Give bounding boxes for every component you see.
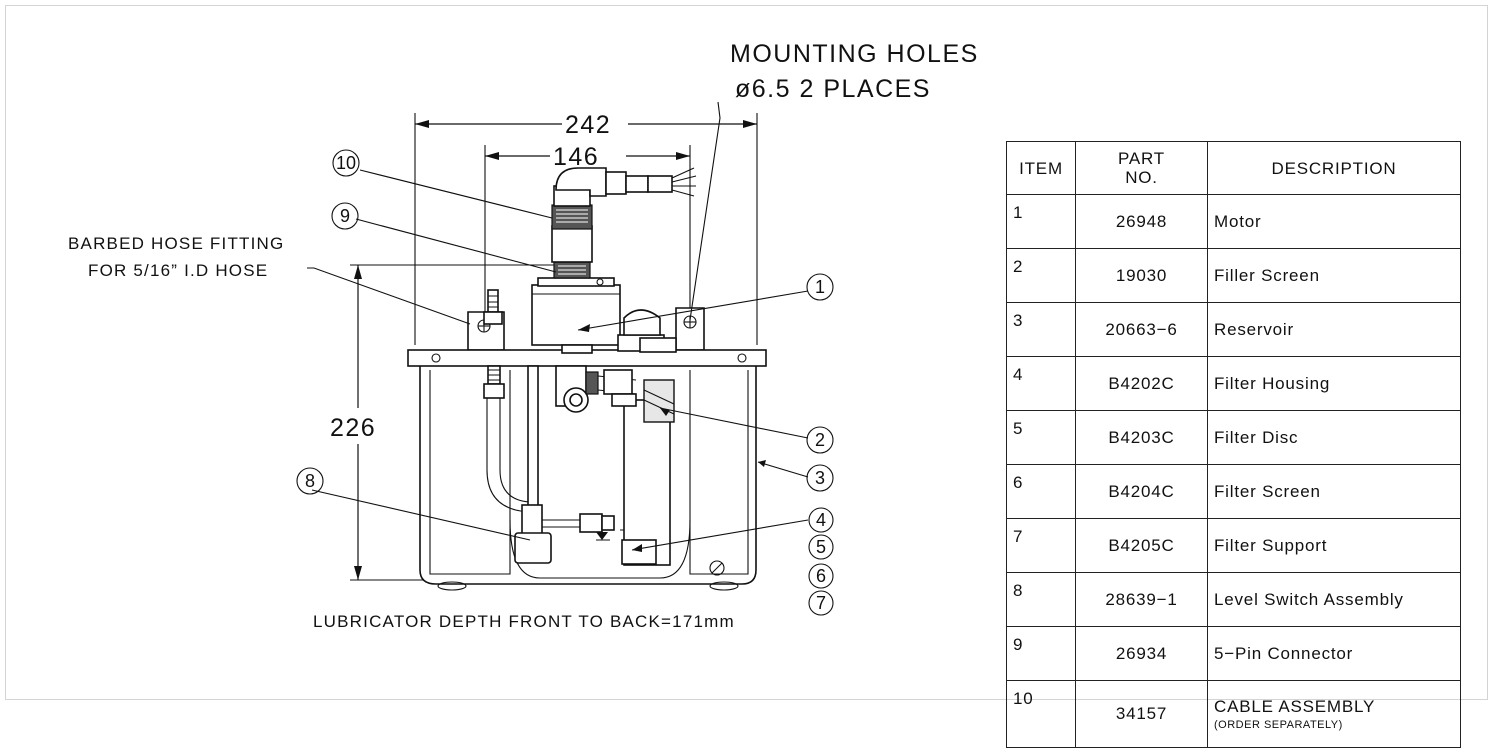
leader-lines	[307, 101, 809, 552]
callout-6-text: 6	[816, 566, 826, 586]
callout-4: 4	[808, 507, 834, 533]
callout-9: 9	[331, 202, 359, 230]
callout-7-text: 7	[816, 593, 826, 613]
cell-item: 9	[1006, 626, 1076, 681]
cell-part-no: B4202C	[1075, 356, 1208, 411]
cell-description: Filter Support	[1207, 518, 1461, 573]
cell-part-no: B4203C	[1075, 410, 1208, 465]
description-text: Filter Disc	[1214, 427, 1299, 447]
cell-item: 6	[1006, 464, 1076, 519]
lubricator-drawing: MOUNTING HOLES ø6.5 2 PLACES BARBED HOSE…	[68, 40, 979, 631]
header-item: ITEM	[1006, 141, 1076, 195]
cell-part-no: 28639−1	[1075, 572, 1208, 627]
cell-description: Reservoir	[1207, 302, 1461, 357]
barbed-fitting-label-2: FOR 5/16” I.D HOSE	[88, 261, 268, 280]
cell-item: 7	[1006, 518, 1076, 573]
dim-242-text: 242	[565, 111, 611, 139]
dim-226-text: 226	[330, 414, 376, 442]
callout-10-text: 10	[336, 153, 356, 173]
cell-item: 4	[1006, 356, 1076, 411]
drawing-frame	[5, 5, 1488, 700]
description-text: Filter Housing	[1214, 373, 1331, 393]
barbed-fitting-label-1: BARBED HOSE FITTING	[68, 234, 284, 253]
cell-item: 1	[1006, 194, 1076, 249]
description-text: Filler Screen	[1214, 265, 1320, 285]
cell-part-no: 26948	[1075, 194, 1208, 249]
cell-description: Filler Screen	[1207, 248, 1461, 303]
callout-2: 2	[806, 426, 834, 454]
description-text: Reservoir	[1214, 319, 1294, 339]
description-text: 5−Pin Connector	[1214, 643, 1354, 663]
cell-description: Filter Disc	[1207, 410, 1461, 465]
callout-7: 7	[808, 590, 834, 616]
parts-table-header: ITEM PART NO. DESCRIPTION	[1006, 141, 1461, 195]
cell-description: Filter Housing	[1207, 356, 1461, 411]
depth-note: LUBRICATOR DEPTH FRONT TO BACK=171mm	[313, 612, 735, 631]
callout-6: 6	[808, 563, 834, 589]
cell-item: 3	[1006, 302, 1076, 357]
description-text: Filter Support	[1214, 535, 1328, 555]
cell-item: 2	[1006, 248, 1076, 303]
header-part-line1: PART	[1118, 149, 1165, 168]
callout-2-text: 2	[815, 430, 825, 450]
callout-10: 10	[332, 149, 360, 177]
cell-part-no: 26934	[1075, 626, 1208, 681]
header-part-line2: NO.	[1125, 168, 1158, 187]
cell-part-no: 19030	[1075, 248, 1208, 303]
header-part-no: PART NO.	[1075, 141, 1208, 195]
cell-item: 5	[1006, 410, 1076, 465]
callout-4-text: 4	[816, 510, 826, 530]
dimension-226: 226	[330, 264, 560, 581]
mounting-holes-label-1: MOUNTING HOLES	[730, 40, 979, 68]
cell-description: Filter Screen	[1207, 464, 1461, 519]
cell-part-no: B4204C	[1075, 464, 1208, 519]
description-note: (ORDER SEPARATELY)	[1214, 719, 1343, 731]
callout-5: 5	[808, 534, 834, 560]
cell-part-no: 20663−6	[1075, 302, 1208, 357]
callout-1-text: 1	[815, 277, 825, 297]
cell-description: CABLE ASSEMBLY(ORDER SEPARATELY)	[1207, 680, 1461, 748]
header-description: DESCRIPTION	[1207, 141, 1461, 195]
callout-5-text: 5	[816, 537, 826, 557]
callout-9-text: 9	[340, 206, 350, 226]
description-text: Motor	[1214, 211, 1262, 231]
dim-146-text: 146	[553, 143, 599, 171]
cell-item: 10	[1006, 680, 1076, 748]
dimension-242: 242	[414, 111, 758, 345]
lubricator-unit	[407, 167, 767, 591]
cell-description: Motor	[1207, 194, 1461, 249]
cell-description: Level Switch Assembly	[1207, 572, 1461, 627]
callout-8-text: 8	[305, 471, 315, 491]
cell-item: 8	[1006, 572, 1076, 627]
description-text: Filter Screen	[1214, 481, 1321, 501]
callout-8: 8	[296, 467, 324, 495]
mounting-holes-label-2: ø6.5 2 PLACES	[735, 75, 931, 103]
cell-part-no: B4205C	[1075, 518, 1208, 573]
callout-1: 1	[806, 273, 834, 301]
cell-description: 5−Pin Connector	[1207, 626, 1461, 681]
callout-3: 3	[806, 464, 834, 492]
cell-part-no: 34157	[1075, 680, 1208, 748]
dimension-146: 146	[484, 143, 691, 330]
callout-3-text: 3	[815, 468, 825, 488]
description-text: Level Switch Assembly	[1214, 589, 1404, 609]
